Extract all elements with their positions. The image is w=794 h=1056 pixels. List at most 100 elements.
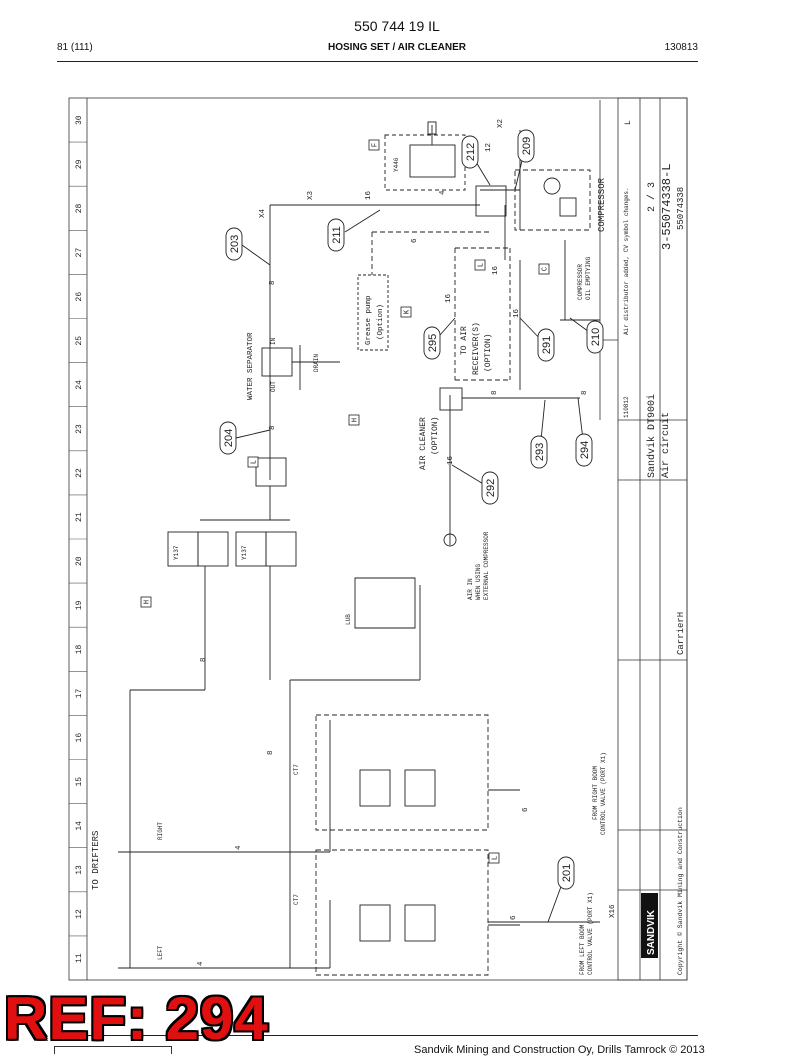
callout-201: 201	[557, 856, 575, 890]
label-to-air: TO AIR	[460, 326, 469, 355]
callout-204: 204	[219, 421, 237, 455]
title-rev-note: Air distributor added, CV symbol changes…	[623, 187, 630, 335]
line-size-4b: 4	[197, 961, 205, 966]
callout-294: 294	[575, 433, 593, 467]
title-doc-code: 55074338	[676, 187, 686, 230]
label-y137-b: Y137	[241, 545, 248, 560]
label-compressor-oil: COMPRESSOR	[577, 264, 584, 300]
label-oil-emptying: OIL EMPTYING	[585, 256, 592, 300]
letter-box-h: H	[348, 414, 360, 426]
label-left-boom-valve: CONTROL VALVE (PORT X1)	[587, 892, 594, 975]
label-x16: X16	[609, 904, 617, 918]
label-in: IN	[270, 337, 277, 345]
svg-text:F: F	[372, 143, 380, 147]
label-ct7-b: CT7	[293, 894, 300, 905]
callout-291: 291	[537, 328, 555, 362]
letter-box-c: C	[538, 263, 550, 275]
line-size-8e: 8	[491, 390, 499, 395]
label-air-in: AIR IN	[467, 578, 474, 600]
callout-212: 212	[461, 135, 479, 169]
label-right: RIGHT	[157, 822, 164, 840]
line-size-16a: 16	[365, 190, 373, 200]
line-size-6a: 6	[411, 238, 419, 243]
reference-watermark: REF: 294	[4, 985, 269, 1052]
svg-text:211: 211	[331, 226, 343, 244]
grid-number-29: 29	[75, 159, 84, 169]
label-x2: X2	[497, 119, 505, 128]
svg-text:H: H	[144, 600, 152, 604]
footer-divider	[57, 1035, 698, 1036]
label-receiver: RECEIVER(S)	[472, 322, 481, 375]
letter-box-f: F	[368, 139, 380, 151]
label-y446: Y446	[393, 157, 400, 172]
svg-text:L: L	[251, 460, 259, 464]
grid-number-21: 21	[75, 512, 84, 522]
letter-box-h: H	[140, 596, 152, 608]
title-part-no: 3-55074338-L	[660, 164, 674, 250]
date-code: 130813	[664, 42, 698, 53]
grid-number-16: 16	[75, 733, 84, 743]
title-carrier: CarrierH	[676, 612, 686, 655]
footer-logo-strip	[54, 1046, 172, 1054]
label-lube: LUB	[345, 614, 352, 625]
grid-number-23: 23	[75, 424, 84, 434]
line-size-8c: 8	[200, 657, 208, 662]
label-external-compressor: EXTERNAL COMPRESSOR	[483, 531, 490, 600]
label-to-drifters: TO DRIFTERS	[91, 831, 101, 890]
grid-number-17: 17	[75, 689, 84, 699]
callout-295: 295	[423, 326, 441, 360]
svg-text:209: 209	[521, 137, 533, 155]
line-size-16c: 16	[492, 265, 500, 275]
svg-text:293: 293	[534, 443, 546, 461]
grid-number-12: 12	[75, 909, 84, 919]
label-ct7-a: CT7	[293, 764, 300, 775]
line-size-16e: 16	[447, 455, 455, 465]
label-receiver-option: (OPTION)	[484, 334, 493, 372]
label-grease-option: (Option)	[377, 304, 385, 340]
label-compressor: COMPRESSOR	[597, 177, 607, 232]
footer-company: Sandvik Mining and Construction Oy, Dril…	[414, 1044, 705, 1056]
letter-box-l: L	[488, 852, 500, 864]
svg-text:K: K	[404, 309, 412, 314]
page-number: 81 (111)	[57, 42, 93, 53]
grid-number-13: 13	[75, 865, 84, 875]
line-size-8a: 8	[269, 280, 277, 285]
label-water-separator: WATER SEPARATOR	[247, 332, 255, 400]
line-size-6b: 6	[522, 807, 530, 812]
grid-number-27: 27	[75, 248, 84, 258]
svg-text:295: 295	[427, 334, 439, 352]
label-when-using: WHEN USING	[475, 564, 482, 600]
svg-text:203: 203	[229, 235, 241, 253]
letter-box-k: K	[400, 306, 412, 318]
callout-293: 293	[530, 435, 548, 469]
title-subtitle: Air circuit	[660, 412, 672, 478]
callout-209: 209	[517, 129, 535, 163]
callout-210: 210	[586, 320, 604, 354]
title-sheet: 2 / 3	[646, 182, 658, 212]
line-size-8d: 8	[267, 750, 275, 755]
letter-box-l: L	[247, 456, 259, 468]
line-size-6c: 6	[510, 915, 518, 920]
grid-number-11: 11	[75, 953, 84, 963]
section-title: HOSING SET / AIR CLEANER	[328, 42, 466, 53]
svg-text:H: H	[352, 418, 360, 422]
grid-number-15: 15	[75, 777, 84, 787]
sandvik-logo-text: SANDVIK	[646, 909, 657, 955]
line-size-4a: 4	[235, 845, 243, 850]
document-number: 550 744 19 IL	[354, 18, 440, 34]
svg-text:291: 291	[541, 336, 553, 354]
label-from-left-boom: FROM LEFT BOOM	[579, 924, 586, 975]
line-size-4c: 4	[439, 190, 447, 195]
drawing-frame	[68, 97, 688, 981]
grid-number-18: 18	[75, 644, 84, 654]
grid-number-19: 19	[75, 600, 84, 610]
svg-text:L: L	[492, 856, 500, 860]
line-size-12: 12	[485, 143, 493, 152]
sandvik-logo: SANDVIK	[641, 893, 658, 958]
label-left: LEFT	[157, 945, 164, 960]
svg-text:L: L	[478, 263, 486, 267]
line-size-8f: 8	[581, 390, 589, 395]
label-x4: X4	[259, 208, 267, 218]
svg-text:201: 201	[561, 864, 573, 882]
grid-number-24: 24	[75, 380, 84, 390]
